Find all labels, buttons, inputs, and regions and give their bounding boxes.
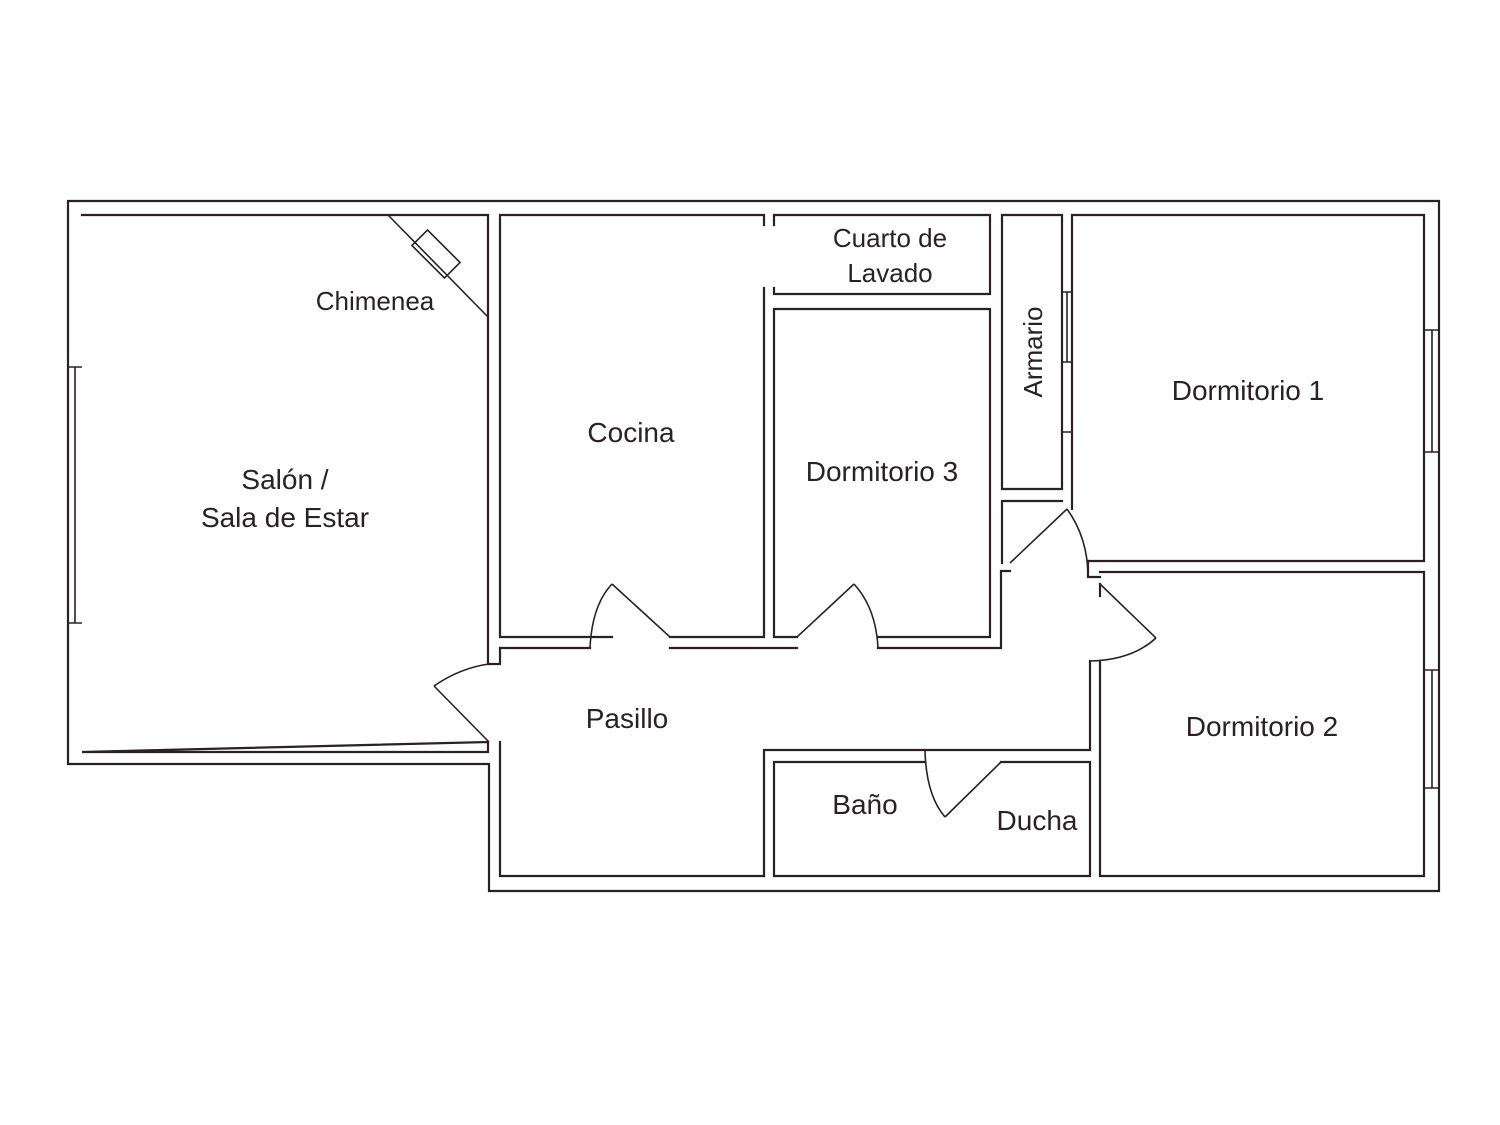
hall-stub [1000,499,1064,565]
walls [66,199,1441,893]
chimenea-label: Chimenea [316,286,435,316]
pasillo-wall [487,646,766,878]
pasillo-label: Pasillo [586,703,668,734]
dormitorio2-door-leaf [1099,583,1157,639]
armario-label: Armario [1018,306,1048,397]
cocina-wall [498,213,992,639]
dormitorio2-window [1424,669,1439,789]
fireplace-box [410,228,462,280]
salon-wall [80,213,490,754]
dormitorio3-door-leaf [796,583,855,638]
bano-door-leaf [944,761,1002,818]
armario-wall [1000,213,1064,491]
dormitorio2-wall [1098,570,1426,878]
cocina-door-arc [589,583,613,649]
dormitorio2-door-arc [1089,637,1157,662]
salon-label-line1: Salón / [241,464,328,495]
salon-door-arc [433,663,490,687]
fireplace-diagonal [387,214,489,318]
dormitorio1-label: Dormitorio 1 [1172,375,1324,406]
salon-door-leaf [433,685,490,743]
cocina-door-leaf [611,583,671,638]
salon-window [68,366,82,624]
dormitorio3-door-arc [853,583,879,649]
dormitorio2-label: Dormitorio 2 [1186,711,1338,742]
bano-label: Baño [832,789,897,820]
dormitorio1-door-leaf [1009,508,1068,564]
bano-door-arc [924,749,946,818]
lavado-label-line2: Lavado [847,258,932,288]
dormitorio1-wall [1070,213,1426,563]
pasillo-top-wall [498,569,1012,650]
salon-label-line2: Sala de Estar [201,502,369,533]
outer-wall-outer [66,199,1441,893]
doors [433,508,1157,818]
dormitorio1-door-arc [1066,508,1089,578]
dormitorio3-label: Dormitorio 3 [806,456,958,487]
armario-door [1062,291,1072,433]
lavado-label-line1: Cuarto de [833,223,947,253]
room-labels: Salón / Sala de Estar Chimenea Cocina Cu… [201,223,1338,836]
bano-wall [772,760,1092,878]
ducha-label: Ducha [997,805,1078,836]
dormitorio3-wall [772,307,992,639]
cocina-label: Cocina [587,417,675,448]
dormitorio1-window [1424,329,1439,453]
